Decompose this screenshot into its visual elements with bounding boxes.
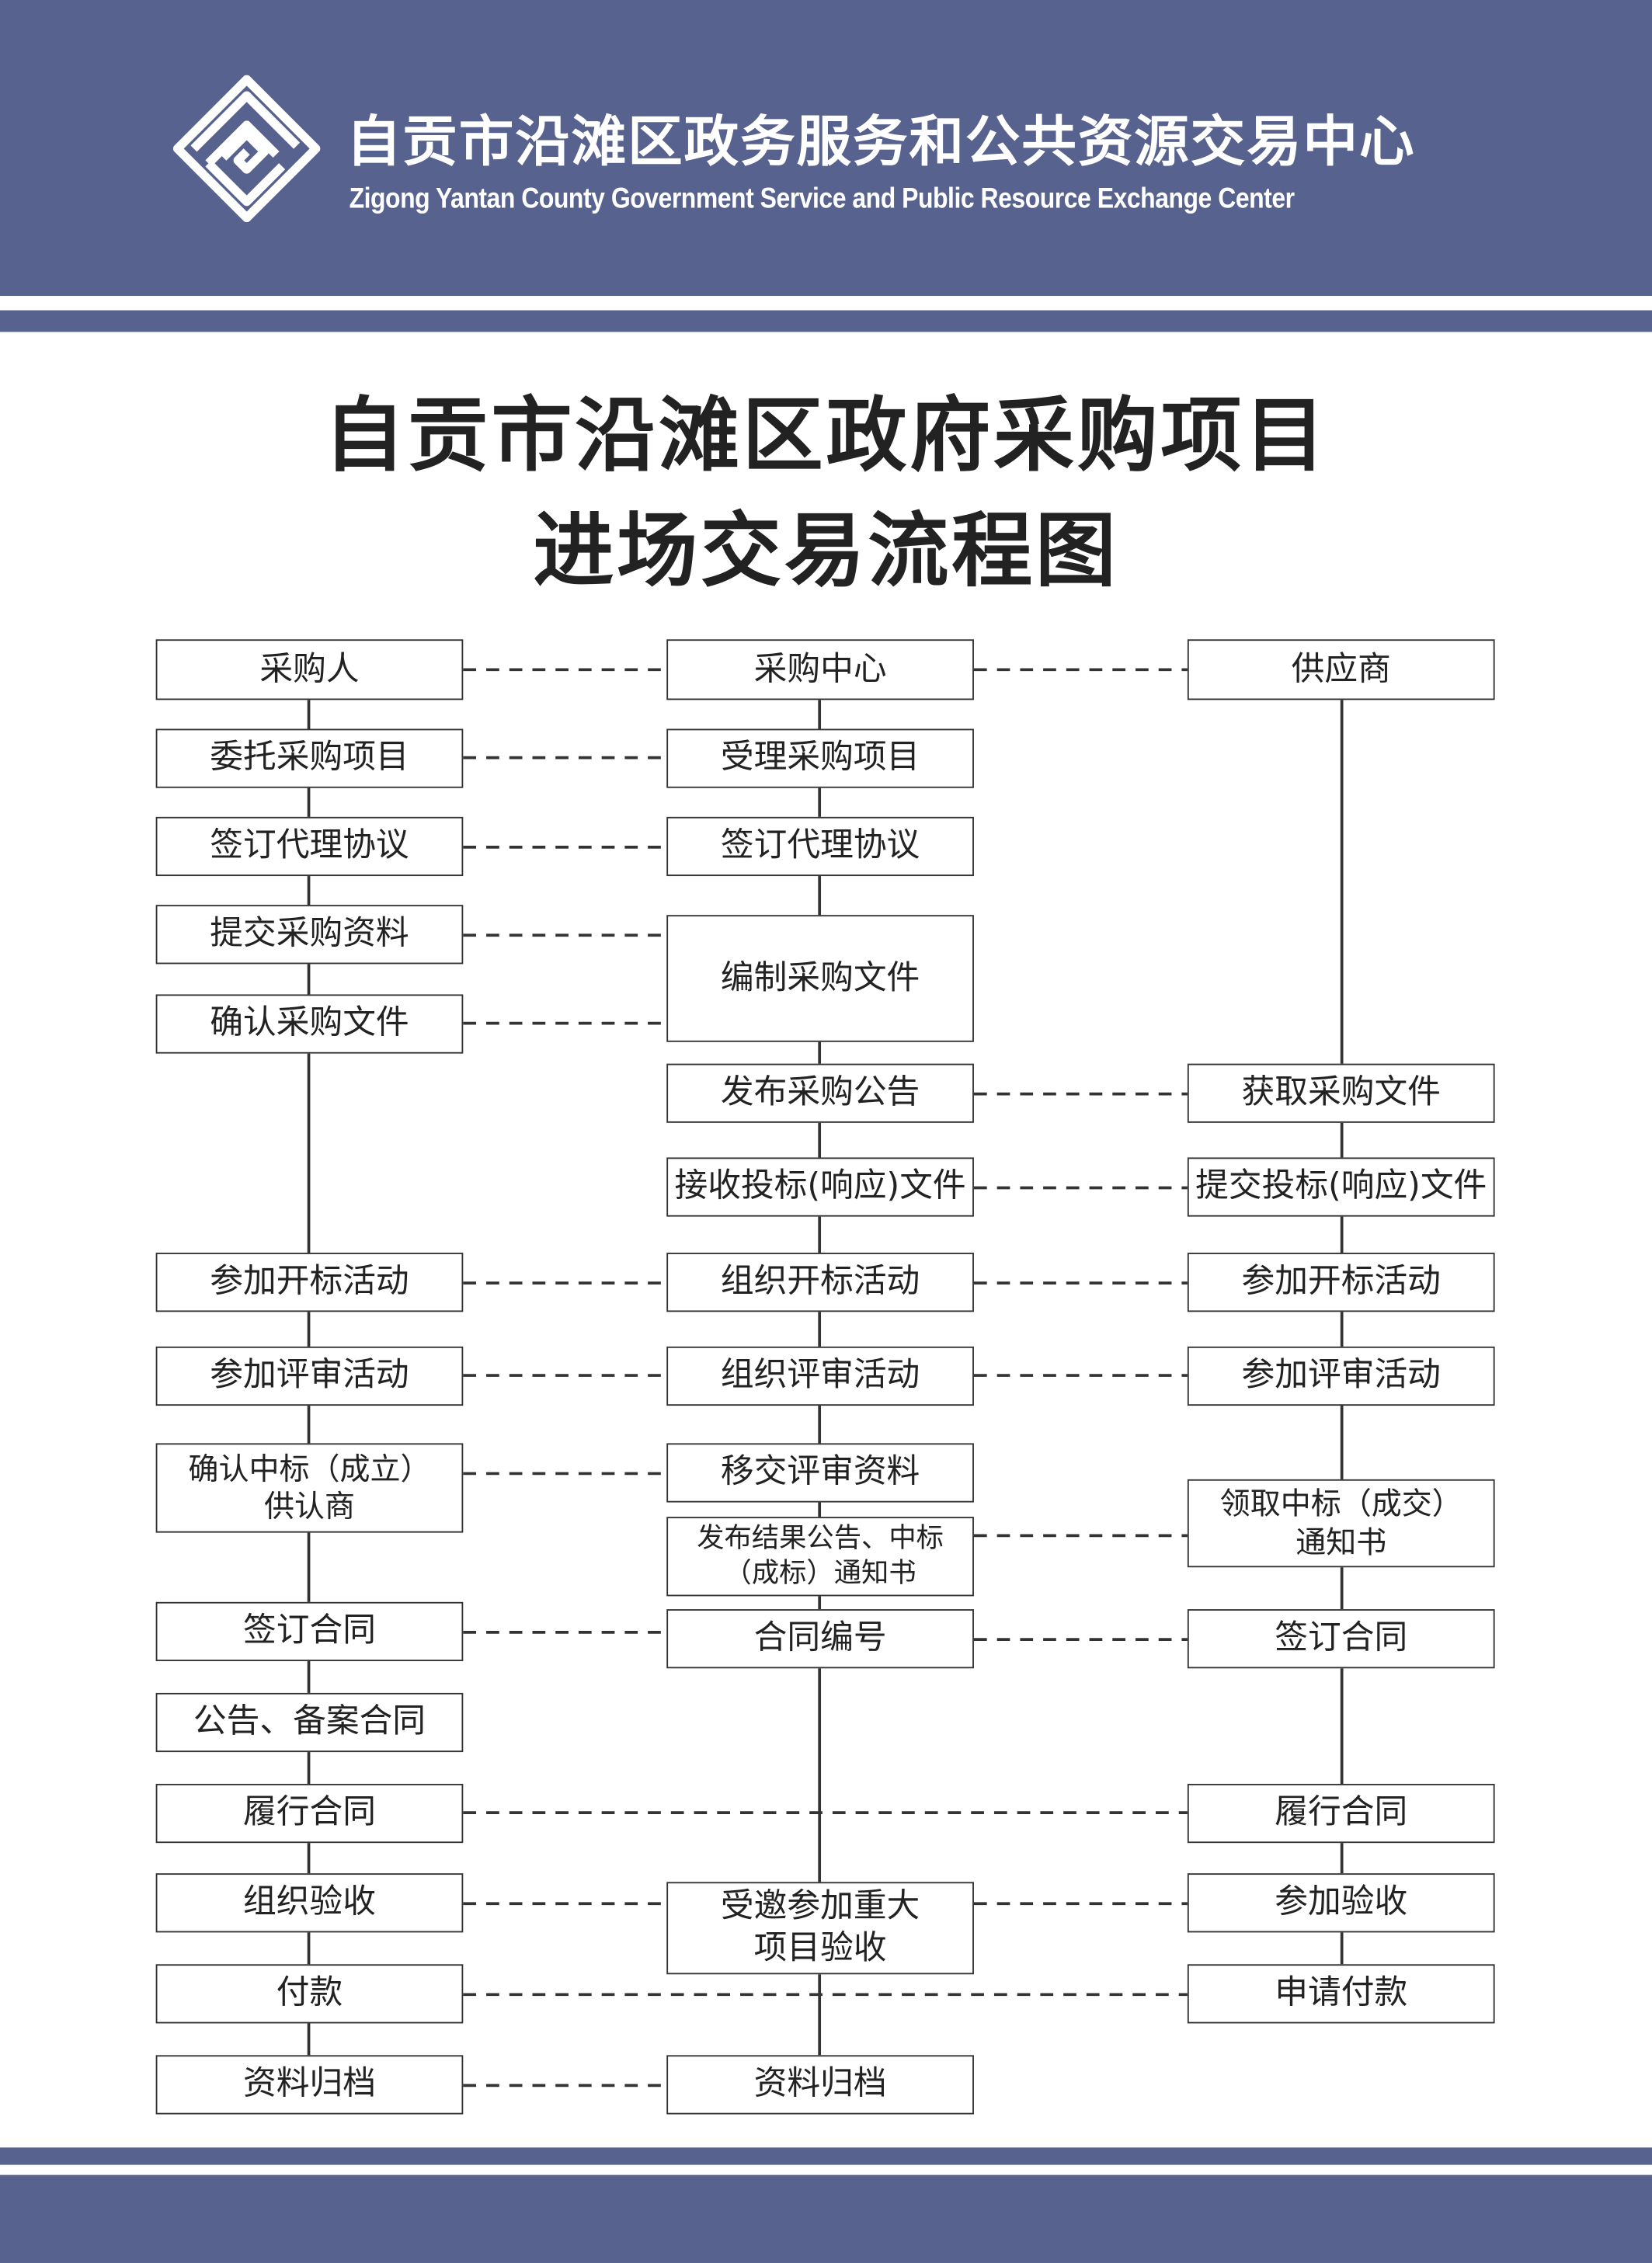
center-step: 移交评审资料 <box>666 1443 974 1503</box>
header-stripe <box>0 310 1652 332</box>
page-title-line2: 进场交易流程图 <box>533 505 1119 600</box>
purchaser-step: 确认采购文件 <box>155 994 464 1054</box>
center-step: 编制采购文件 <box>666 915 974 1042</box>
supplier-step: 申请付款 <box>1187 1964 1495 2024</box>
center-step: 组织评审活动 <box>666 1346 974 1406</box>
page-title-line1: 自贡市沿滩区政府采购项目 <box>324 389 1329 484</box>
supplier-step: 参加验收 <box>1187 1873 1495 1933</box>
footer-band <box>0 2174 1652 2263</box>
purchaser-step: 付款 <box>155 1964 464 2024</box>
purchaser-step: 确认中标（成立） 供认商 <box>155 1443 464 1533</box>
purchaser-step: 委托采购项目 <box>155 728 464 788</box>
center-step: 合同编号 <box>666 1609 974 1669</box>
logo-icon <box>172 75 321 223</box>
center-header: 采购中心 <box>666 639 974 700</box>
org-name-cn: 自贡市沿滩区政务服务和公共资源交易中心 <box>346 110 1416 174</box>
purchaser-step: 资料归档 <box>155 2055 464 2115</box>
purchaser-step: 提交采购资料 <box>155 905 464 965</box>
supplier-step: 参加评审活动 <box>1187 1346 1495 1406</box>
supplier-step: 履行合同 <box>1187 1783 1495 1844</box>
purchaser-step: 签订代理协议 <box>155 816 464 877</box>
supplier-step: 参加开标活动 <box>1187 1253 1495 1312</box>
purchaser-step: 公告、备案合同 <box>155 1692 464 1753</box>
purchaser-step: 组织验收 <box>155 1873 464 1933</box>
center-step: 接收投标(响应)文件 <box>666 1157 974 1217</box>
supplier-step: 领取中标（成交） 通知书 <box>1187 1479 1495 1568</box>
center-step: 组织开标活动 <box>666 1253 974 1312</box>
footer-stripe <box>0 2147 1652 2165</box>
center-step: 资料归档 <box>666 2055 974 2115</box>
supplier-step: 获取采购文件 <box>1187 1063 1495 1123</box>
purchaser-step: 参加评审活动 <box>155 1346 464 1406</box>
supplier-step: 签订合同 <box>1187 1609 1495 1669</box>
purchaser-step: 履行合同 <box>155 1783 464 1844</box>
center-step: 签订代理协议 <box>666 816 974 877</box>
supplier-step: 提交投标(响应)文件 <box>1187 1157 1495 1217</box>
center-step: 受邀参加重大 项目验收 <box>666 1882 974 1975</box>
center-step: 发布结果公告、中标 （成标）通知书 <box>666 1517 974 1597</box>
center-step: 发布采购公告 <box>666 1063 974 1123</box>
supplier-header: 供应商 <box>1187 639 1495 700</box>
org-name-en: Zigong Yantan County Government Service … <box>349 183 1296 215</box>
purchaser-step: 签订合同 <box>155 1601 464 1662</box>
center-step: 受理采购项目 <box>666 728 974 788</box>
purchaser-header: 采购人 <box>155 639 464 700</box>
purchaser-step: 参加开标活动 <box>155 1253 464 1312</box>
